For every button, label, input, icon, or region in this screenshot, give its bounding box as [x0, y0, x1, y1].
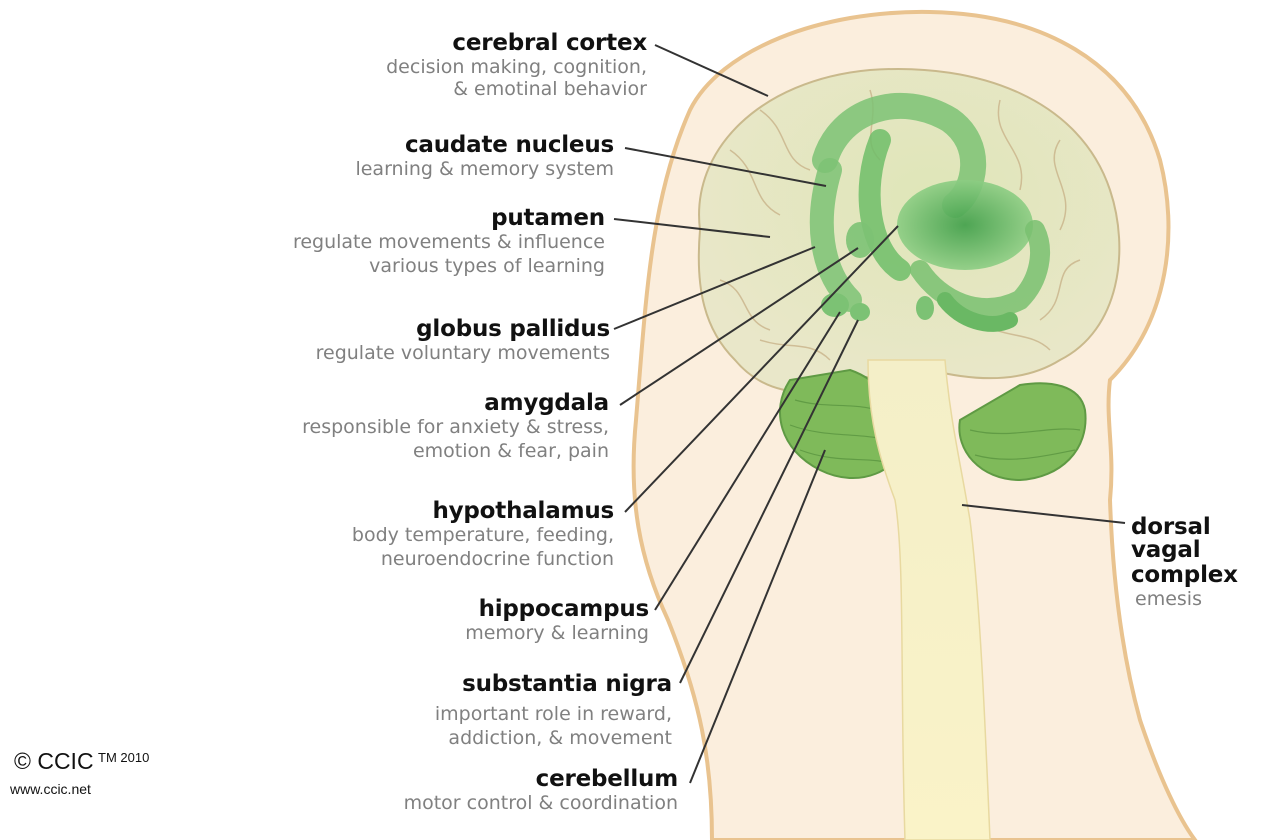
- label-title: cerebral cortex: [386, 32, 647, 55]
- label-cerebellum: cerebellum motor control & coordination: [404, 768, 678, 815]
- label-title: hippocampus: [465, 598, 649, 621]
- label-desc: various types of learning: [293, 254, 605, 278]
- label-caudate-nucleus: caudate nucleus learning & memory system: [355, 134, 614, 181]
- label-desc: important role in reward,: [435, 702, 672, 726]
- label-hypothalamus: hypothalamus body temperature, feeding, …: [352, 500, 614, 571]
- label-desc: body temperature, feeding,: [352, 523, 614, 547]
- copyright-notice: © CCIC TM 2010 www.ccic.net: [14, 748, 149, 797]
- label-cerebral-cortex: cerebral cortex decision making, cogniti…: [386, 32, 647, 101]
- putamen-shape: [897, 180, 1033, 270]
- label-dorsal-vagal-complex: dorsal vagal complex emesis: [1131, 516, 1285, 611]
- label-desc: & emotinal behavior: [386, 77, 647, 101]
- label-title: substantia nigra: [435, 673, 672, 696]
- label-desc: memory & learning: [465, 621, 649, 645]
- label-desc: regulate movements & influence: [293, 230, 605, 254]
- label-substantia-nigra: substantia nigra important role in rewar…: [435, 673, 672, 750]
- label-title: caudate nucleus: [355, 134, 614, 157]
- label-title: cerebellum: [404, 768, 678, 791]
- label-title: hypothalamus: [352, 500, 614, 523]
- label-hippocampus: hippocampus memory & learning: [465, 598, 649, 645]
- label-desc: emesis: [1135, 587, 1285, 611]
- label-title: dorsal vagal: [1131, 516, 1285, 562]
- label-title: amygdala: [302, 392, 609, 415]
- label-desc: addiction, & movement: [435, 726, 672, 750]
- label-desc: learning & memory system: [355, 157, 614, 181]
- label-desc: neuroendocrine function: [352, 547, 614, 571]
- label-desc: emotion & fear, pain: [302, 439, 609, 463]
- label-desc: regulate voluntary movements: [316, 341, 610, 365]
- label-title: putamen: [293, 207, 605, 230]
- label-title: globus pallidus: [316, 318, 610, 341]
- label-desc: responsible for anxiety & stress,: [302, 415, 609, 439]
- label-putamen: putamen regulate movements & influence v…: [293, 207, 605, 278]
- website-link[interactable]: www.ccic.net: [10, 781, 149, 797]
- label-title: complex: [1131, 564, 1285, 587]
- copyright-text: © CCIC: [14, 748, 94, 774]
- label-globus-pallidus: globus pallidus regulate voluntary movem…: [316, 318, 610, 365]
- label-desc: motor control & coordination: [404, 791, 678, 815]
- label-amygdala: amygdala responsible for anxiety & stres…: [302, 392, 609, 463]
- label-desc: decision making, cognition,: [386, 55, 647, 79]
- trademark-year: TM 2010: [98, 750, 149, 765]
